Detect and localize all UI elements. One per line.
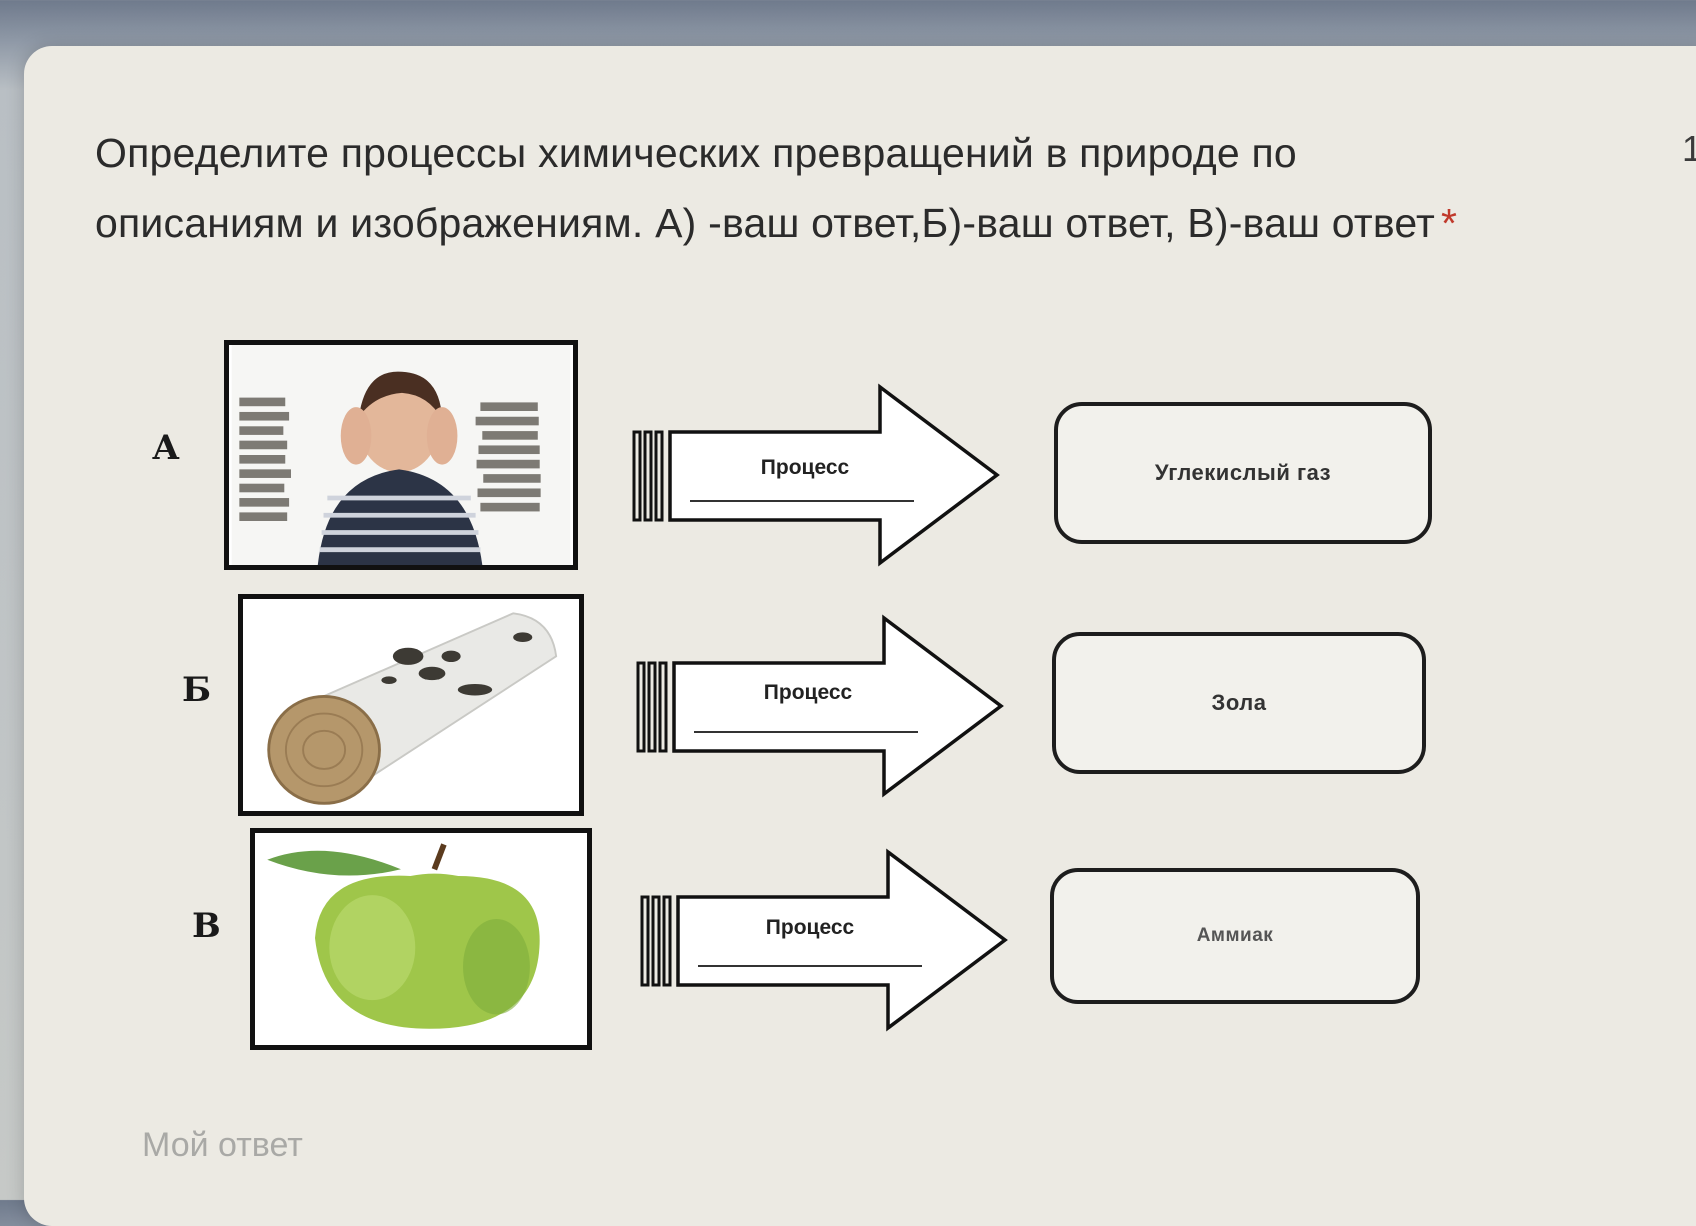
required-asterisk: * [1440,200,1458,246]
result-box-c: Аммиак [1050,868,1420,1004]
process-label-b: Процесс [763,681,853,704]
boy-with-books-image [231,345,571,565]
question-text: Определите процессы химических превращен… [95,118,1675,258]
process-label-c: Процесс [765,916,855,939]
row-letter-a: А [152,428,180,468]
points-value: 1 [1682,128,1696,169]
answer-input[interactable]: Мой ответ [142,1126,303,1164]
process-arrow-b [636,614,1006,798]
photo-boy-with-books [224,340,578,570]
result-box-a: Углекислый газ [1054,402,1432,544]
result-text-c: Аммиак [1196,925,1274,946]
photo-birch-log [238,594,584,816]
process-label-a: Процесс [760,456,850,479]
result-text-b: Зола [1211,690,1267,715]
photo-green-apple [250,828,592,1050]
result-text-a: Углекислый газ [1154,460,1332,485]
question-line-1: Определите процессы химических превращен… [95,130,1297,176]
birch-log-image [245,599,577,811]
result-box-b: Зола [1052,632,1426,774]
process-arrow-c [640,848,1010,1032]
green-apple-image [257,833,585,1045]
question-line-2: описаниям и изображениям. А) -ваш ответ,… [95,188,1675,258]
process-arrow-a [632,383,1002,567]
row-letter-c: В [192,906,221,946]
row-letter-b: Б [182,670,212,710]
question-line-2-text: описаниям и изображениям. А) -ваш ответ,… [95,200,1435,246]
